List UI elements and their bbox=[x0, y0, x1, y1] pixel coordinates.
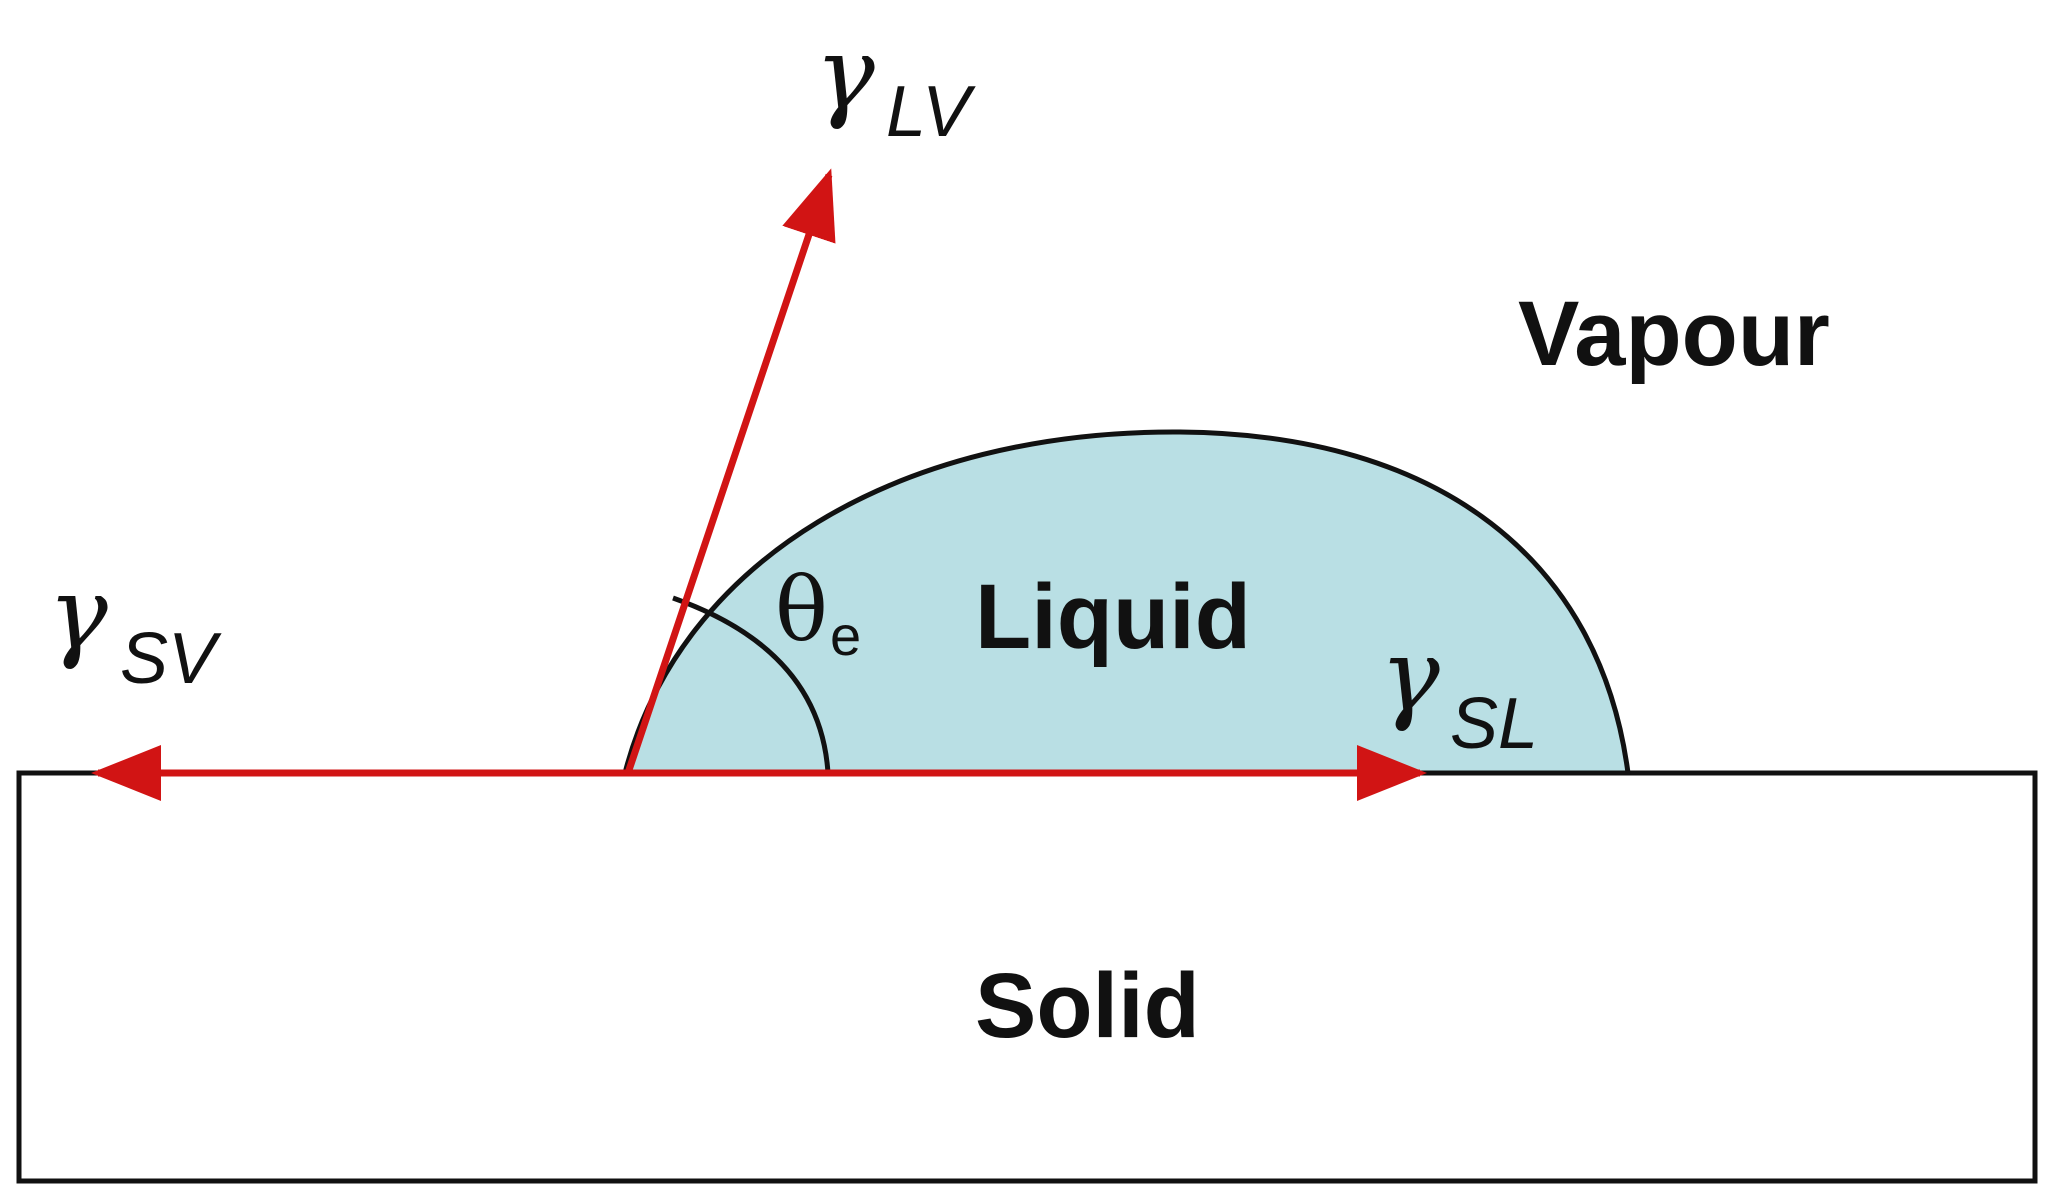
gamma-sv-subscript: SV bbox=[120, 619, 222, 699]
gamma-sv-symbol: γ bbox=[48, 555, 108, 672]
vapour-label: Vapour bbox=[1518, 283, 1830, 385]
gamma-sv-label: γ SV bbox=[48, 555, 222, 699]
solid-label: Solid bbox=[975, 955, 1200, 1057]
gamma-lv-label: γ LV bbox=[815, 15, 976, 152]
gamma-lv-subscript: LV bbox=[886, 72, 976, 152]
gamma-lv-arrow bbox=[624, 168, 836, 775]
contact-angle-label: θ e bbox=[775, 558, 861, 667]
gamma-sl-subscript: SL bbox=[1450, 684, 1538, 764]
theta-subscript: e bbox=[830, 604, 861, 667]
gamma-sl-symbol: γ bbox=[1380, 617, 1440, 734]
liquid-label: Liquid bbox=[975, 566, 1251, 668]
contact-angle-arc bbox=[672, 595, 831, 774]
liquid-droplet bbox=[621, 429, 1631, 776]
gamma-lv-symbol: γ bbox=[815, 15, 875, 132]
gamma-sl-label: γ SL bbox=[1380, 617, 1538, 764]
solid-block bbox=[16, 770, 2038, 1184]
theta-symbol: θ bbox=[775, 558, 828, 661]
